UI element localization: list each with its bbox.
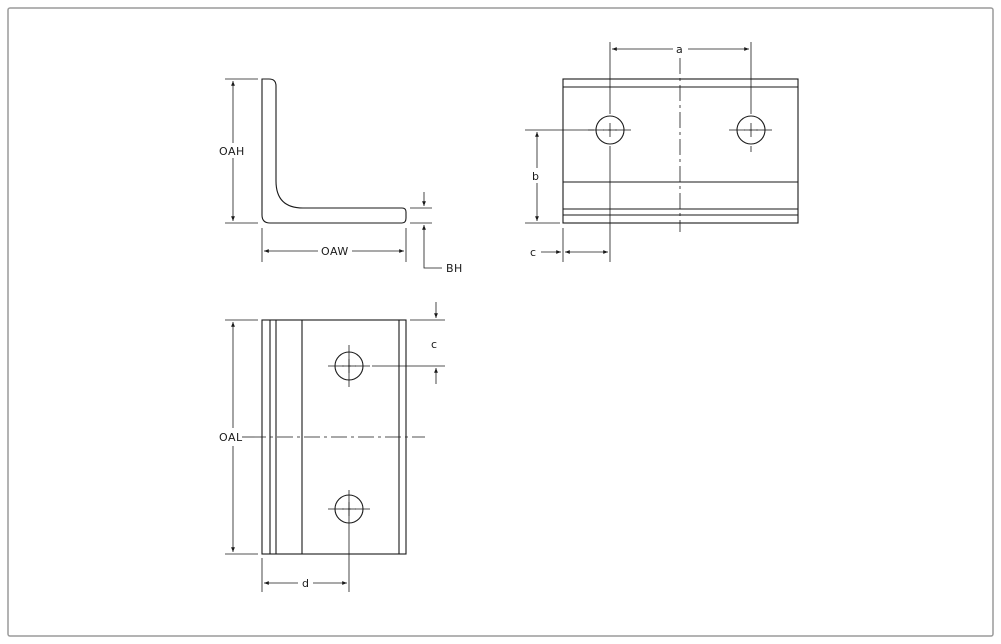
top-view-hole-right (729, 115, 773, 152)
oah-label: OAH (219, 145, 245, 158)
oaw-label: OAW (321, 245, 349, 258)
d-label: d (302, 577, 309, 590)
top-view-outline (562, 78, 799, 224)
top-view-hole-left (588, 115, 632, 152)
a-label: a (676, 43, 683, 56)
b-label: b (532, 170, 539, 183)
top-view: a b c (525, 42, 799, 262)
front-view-hole-top (328, 345, 370, 387)
front-view-hole-bottom (328, 490, 370, 592)
c-top-label: c (530, 246, 537, 259)
c-front-label: c (431, 338, 438, 351)
drawing-border (7, 7, 994, 637)
side-view: OAH OAW BH (219, 78, 463, 275)
oal-label: OAL (219, 431, 243, 444)
front-view: OAL c d (219, 302, 445, 592)
bh-label: BH (446, 262, 463, 275)
angle-profile (261, 78, 407, 224)
